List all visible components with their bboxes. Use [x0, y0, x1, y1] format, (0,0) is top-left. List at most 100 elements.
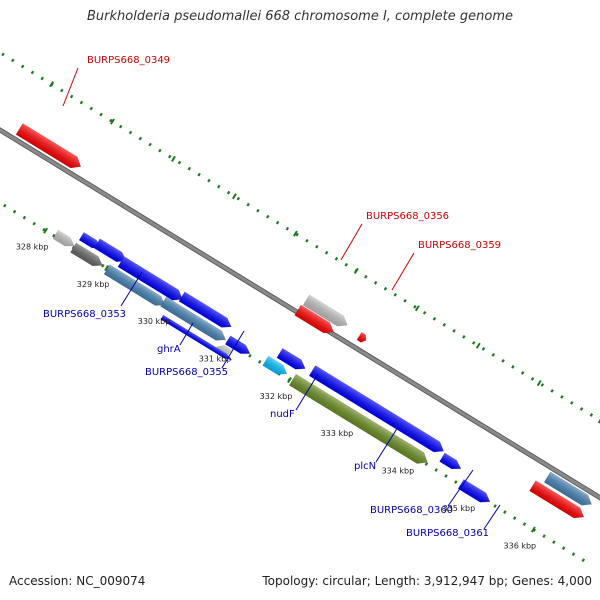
tick-dot: [12, 209, 17, 214]
tick-label: 329 kbp: [77, 280, 110, 289]
tick-dot: [444, 474, 448, 478]
tick-dot: [530, 377, 535, 381]
tick-dot: [442, 322, 446, 327]
label-leader-line: [375, 426, 399, 463]
gene-labels: BURPS668_0349BURPS668_0356BURPS668_0359B…: [43, 55, 501, 539]
label-leader-line: [62, 67, 79, 107]
major-tick: [353, 267, 359, 275]
tick-dot: [344, 262, 348, 267]
label-leader-line: [179, 322, 194, 346]
gene-arrow: [302, 294, 348, 327]
tick-label: 328 kbp: [16, 242, 49, 251]
tick-dot: [305, 238, 309, 243]
tick-dot: [550, 389, 554, 393]
major-tick: [292, 230, 298, 237]
tick-dot: [217, 184, 221, 189]
tick-dot: [109, 118, 113, 123]
tick-dot: [481, 347, 486, 351]
tick-dot: [403, 298, 407, 303]
tick-dot: [491, 353, 496, 357]
major-tick: [414, 305, 420, 312]
tick-dot: [571, 552, 576, 557]
label-leader-line: [295, 373, 319, 411]
gene-label-burps668-0359[interactable]: BURPS668_0359: [418, 240, 501, 251]
tick-dot: [20, 64, 25, 69]
tick-dot: [42, 227, 46, 232]
tick-dot: [295, 232, 299, 237]
label-leader-line: [447, 469, 474, 507]
accession-text: Accession: NC_009074: [9, 574, 146, 588]
gene-arrow: [262, 355, 288, 375]
major-tick: [287, 377, 292, 384]
gene-label-burps668-0353[interactable]: BURPS668_0353: [43, 309, 126, 320]
gene-arrow: [543, 471, 592, 506]
tick-dot: [275, 220, 280, 225]
tick-dot: [167, 154, 172, 159]
tick-dot: [236, 196, 241, 201]
tick-dot: [226, 190, 231, 195]
tick-dot: [570, 401, 574, 405]
label-leader-line: [221, 330, 245, 369]
major-tick: [110, 118, 115, 125]
tick-dot: [11, 58, 15, 63]
major-tick: [104, 264, 110, 272]
tick-dot: [79, 100, 84, 105]
tick-label: 334 kbp: [382, 467, 415, 476]
tick-dot: [246, 202, 250, 207]
label-leader-line: [340, 223, 363, 261]
gene-label-ghra[interactable]: ghrA: [157, 344, 181, 355]
tick-dot: [373, 280, 378, 285]
tick-dot: [32, 221, 36, 226]
tick-dot: [266, 214, 270, 219]
tick-dot: [364, 274, 368, 279]
tick-dot: [512, 516, 517, 520]
gene-label-burps668-0356[interactable]: BURPS668_0356: [366, 211, 449, 222]
major-tick: [475, 342, 481, 349]
tick-dot: [177, 160, 182, 165]
tick-dot: [1, 52, 5, 57]
major-tick: [232, 193, 237, 200]
major-tick: [43, 227, 49, 234]
major-tick: [530, 526, 536, 533]
label-leaders: [62, 67, 501, 530]
tick-dot: [452, 328, 456, 333]
gene-arrow: [224, 335, 251, 354]
gene-arrow: [308, 365, 444, 453]
tick-label: 335 kbp: [443, 504, 476, 513]
major-tick: [536, 379, 542, 387]
major-tick: [49, 81, 54, 88]
tick-dot: [3, 203, 7, 208]
tick-dot: [542, 534, 546, 538]
tick-dot: [334, 256, 339, 261]
gene-arrow: [294, 304, 334, 334]
tick-dot: [434, 468, 438, 472]
label-leader-line: [391, 252, 415, 291]
tick-label: 336 kbp: [504, 541, 537, 550]
tick-dot: [471, 341, 476, 345]
tick-dot: [424, 462, 429, 466]
gene-arrow: [178, 291, 232, 328]
tick-dot: [493, 504, 497, 508]
tick-dot: [561, 546, 566, 550]
tick-dot: [89, 106, 93, 111]
tick-dot: [324, 250, 329, 255]
label-leader-line: [483, 504, 501, 530]
tick-dot: [454, 480, 458, 484]
tick-dot: [560, 395, 564, 399]
tick-dot: [552, 540, 556, 544]
major-tick: [171, 155, 176, 162]
label-leader-line: [120, 271, 143, 307]
tick-dot: [393, 292, 397, 297]
gene-label-burps668-0360[interactable]: BURPS668_0360: [370, 505, 453, 516]
gene-label-nudf[interactable]: nudF: [270, 409, 295, 420]
tick-dot: [383, 286, 388, 291]
tick-dot: [579, 407, 584, 411]
gene-label-burps668-0355[interactable]: BURPS668_0355: [145, 367, 228, 378]
tick-dot: [30, 70, 35, 75]
gene-label-burps668-0361[interactable]: BURPS668_0361: [406, 528, 489, 539]
gene-label-plcn[interactable]: plcN: [354, 461, 376, 472]
tick-dot: [257, 360, 262, 364]
tick-dot: [285, 226, 290, 231]
gene-label-burps668-0349[interactable]: BURPS668_0349: [87, 55, 170, 66]
